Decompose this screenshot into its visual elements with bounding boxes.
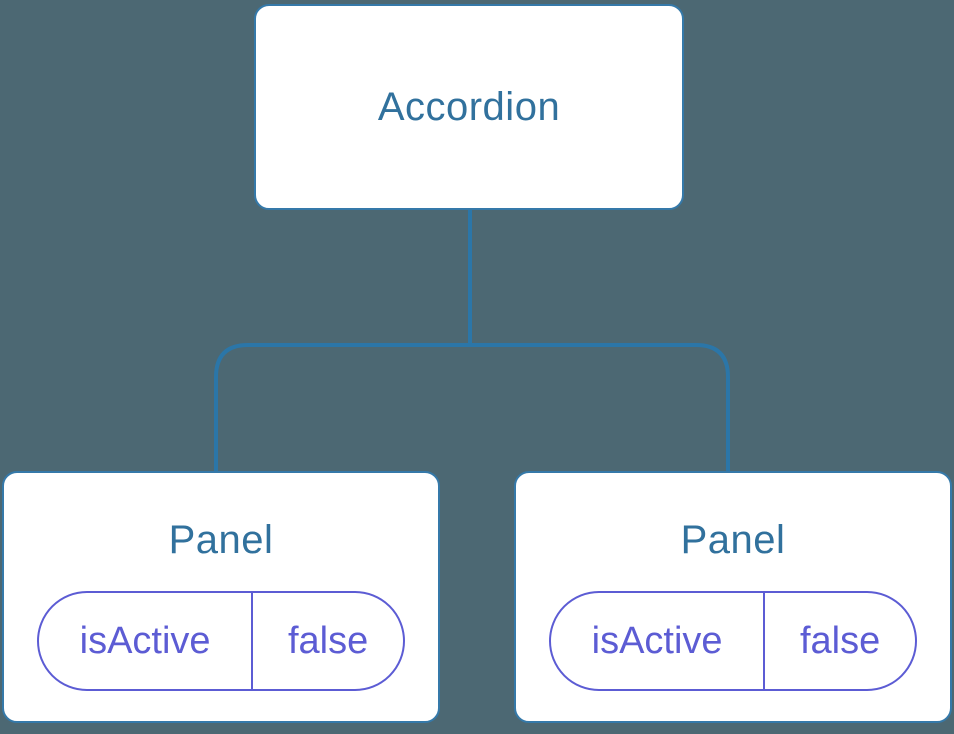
panel-node-label: Panel (168, 518, 274, 562)
panel-node-label: Panel (680, 518, 786, 562)
state-key-label: isActive (79, 619, 211, 662)
state-key-label: isActive (591, 619, 723, 662)
state-value-label: false (763, 593, 915, 689)
branch-connector-path (214, 343, 730, 471)
state-value-label: false (251, 593, 403, 689)
accordion-node-label: Accordion (377, 84, 561, 129)
accordion-node: Accordion (254, 4, 684, 210)
panel-node-left: Panel isActive false (2, 471, 440, 723)
state-pill: isActive false (549, 591, 917, 691)
state-pill: isActive false (37, 591, 405, 691)
panel-node-right: Panel isActive false (514, 471, 952, 723)
